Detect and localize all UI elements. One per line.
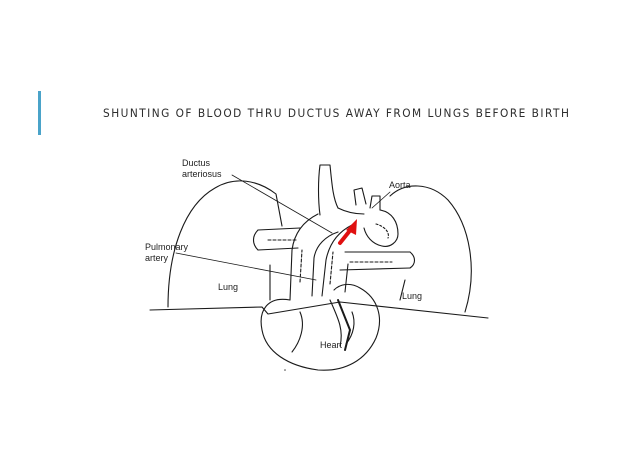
ductus-leader [231, 174, 333, 234]
aorta-arch-outer [317, 164, 339, 216]
label-heart: Heart [320, 340, 343, 350]
pulmonary-trunk-left [289, 213, 319, 301]
right-branch-cap [409, 251, 416, 269]
left-branch-cap [252, 229, 259, 251]
label-ductus-2: arteriosus [182, 169, 222, 179]
heart-vessel-line [337, 299, 351, 351]
label-aorta: Aorta [389, 180, 411, 190]
flow-arrow-up-2 [329, 251, 334, 285]
pulmonary-trunk-right [311, 231, 339, 297]
pulmonary-leader [175, 252, 317, 281]
label-ductus-1: Ductus [182, 158, 211, 168]
heart-detail-1 [291, 311, 303, 353]
aorta-ascending-right [344, 263, 349, 293]
baseline [149, 301, 489, 319]
label-pulmonary-1: Pulmonary [145, 242, 189, 252]
left-pulmonary-branch-lower [257, 247, 299, 251]
aorta-ascending-left [321, 224, 353, 297]
left-pulmonary-branch-upper [257, 227, 301, 231]
label-lung-right: Lung [402, 291, 422, 301]
aorta-leader [371, 191, 391, 209]
title-accent-bar [38, 91, 41, 135]
label-lung-left: Lung [218, 282, 238, 292]
heart-detail-2 [329, 299, 342, 347]
aorta-arch-inner [337, 207, 365, 215]
label-pulmonary-2: artery [145, 253, 169, 263]
right-pulmonary-branch-lower [339, 267, 411, 271]
ductus-flow-arrow [338, 219, 357, 245]
stray-dot [284, 369, 286, 371]
right-lung [389, 185, 472, 313]
heart-outline [260, 283, 380, 371]
flow-arrow-arch [375, 223, 389, 239]
aorta-vessel-3 [369, 195, 381, 211]
descending-aorta [363, 209, 399, 247]
slide-title: SHUNTING OF BLOOD THRU DUCTUS AWAY FROM … [103, 106, 571, 120]
aorta-vessel-2 [353, 187, 367, 206]
